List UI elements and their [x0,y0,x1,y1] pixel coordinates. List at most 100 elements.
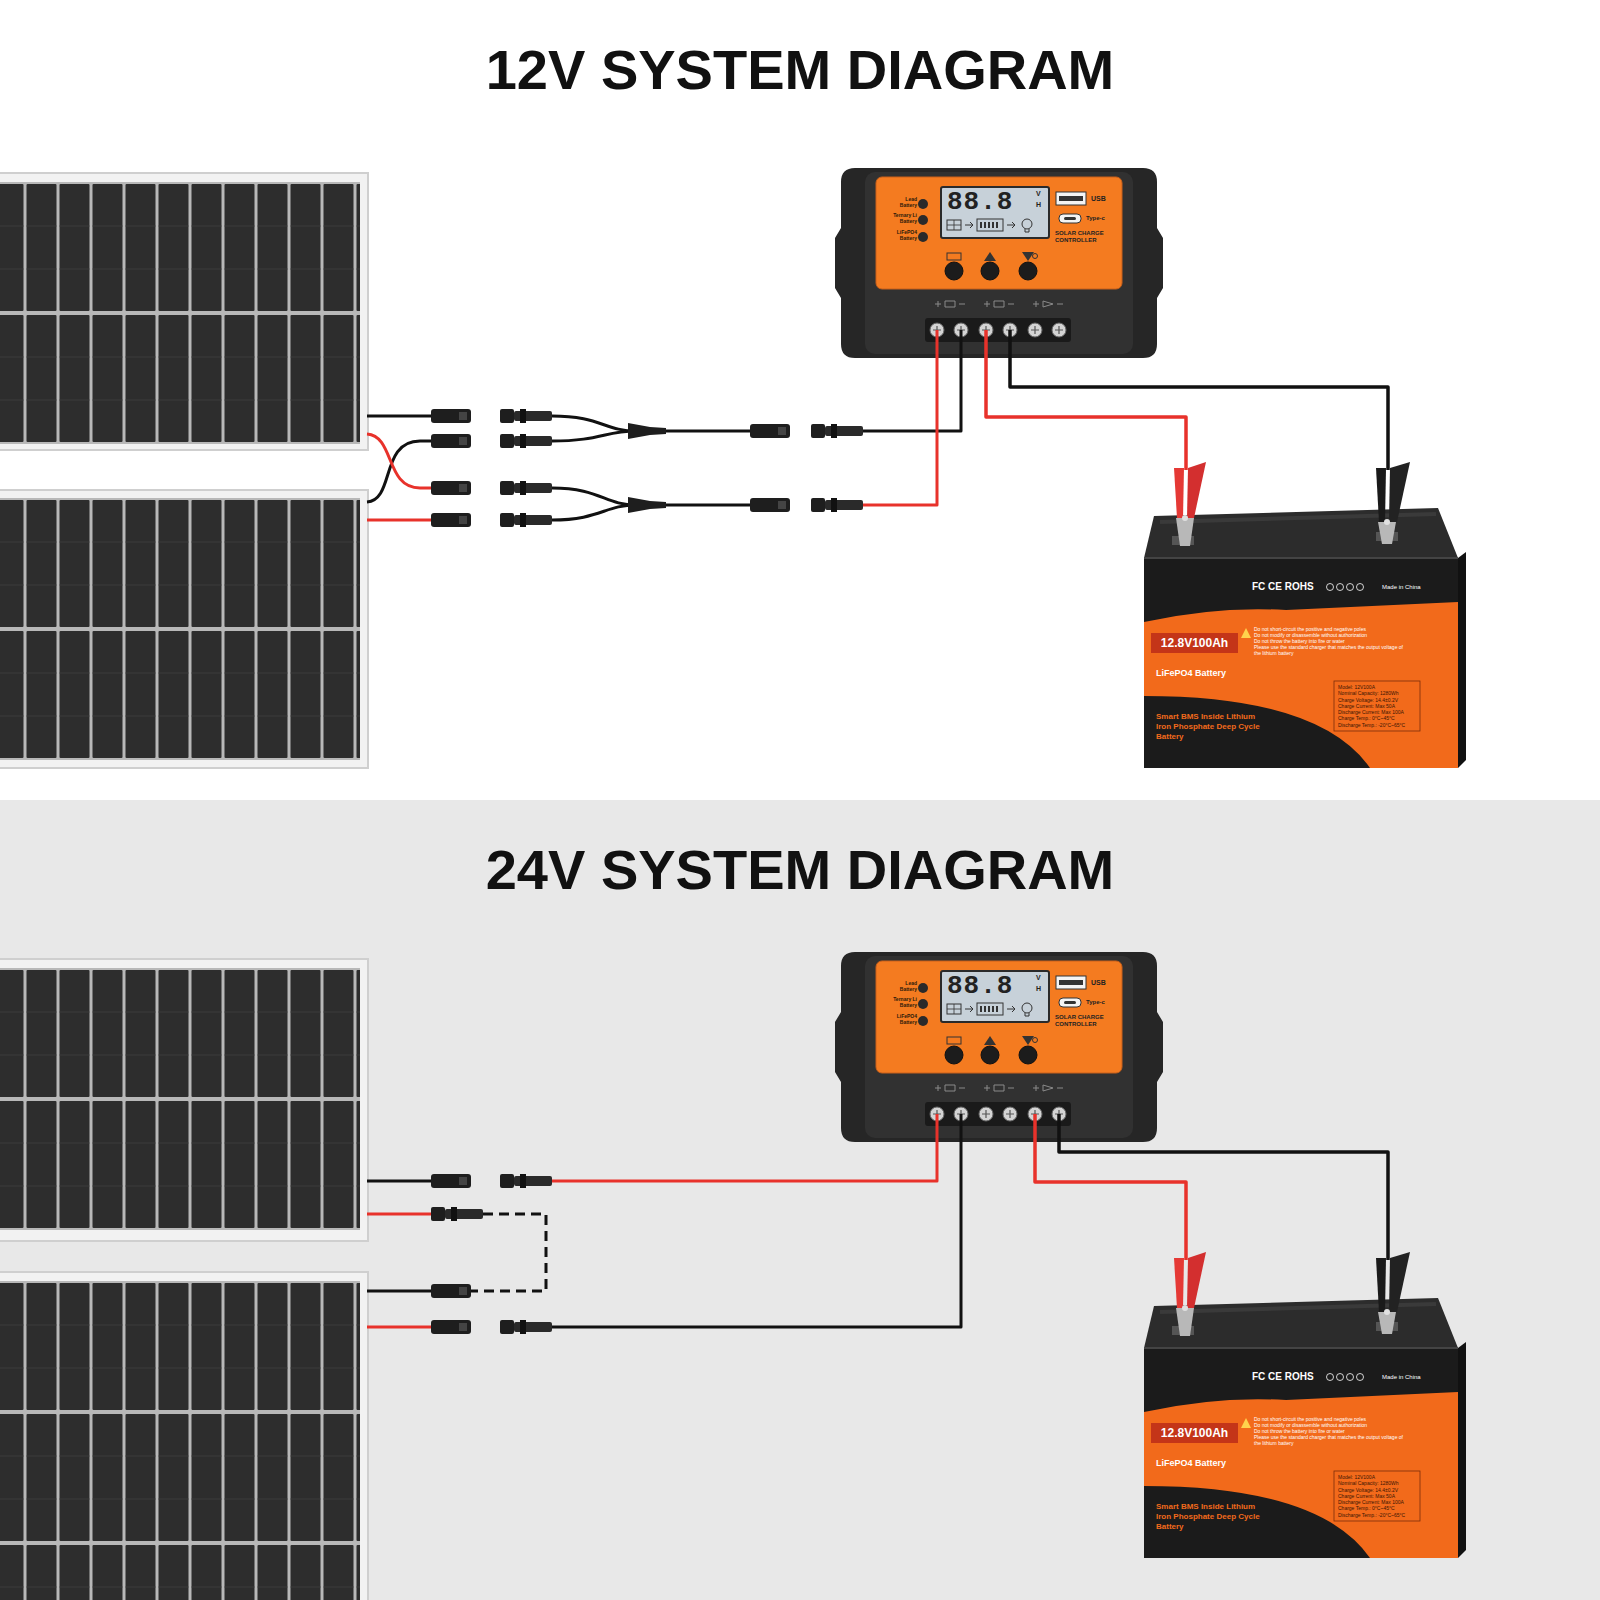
spec-line: Model: 12V100A [1338,684,1418,690]
spec-line: Charge Voltage: 14.4±0.2V [1338,1487,1418,1493]
battery-type: LiFePO4 Battery [1156,668,1246,679]
battery: FC CE ROHS Made in China 12.8V100Ah Do not … [1120,460,1470,770]
text-holder: Lead Battery [887,981,917,992]
controller-name: SOLAR CHARGE CONTROLLER [1055,1014,1119,1028]
battery-cable [986,358,1186,460]
text-holder: Made in China [1382,1374,1442,1381]
warning-note: Do not modify or disassemble without aut… [1254,1422,1404,1428]
mode-label: LiFePO4 Battery [885,230,917,241]
text-holder: Lead Battery [887,197,917,208]
solar-panel [0,959,368,1241]
battery-cable [1035,1142,1186,1250]
text-holder: Ternary Li Battery [881,997,917,1008]
battery-cable [1059,1142,1388,1250]
text-column: Model: 12V100ANominal Capacity: 1280WhCh… [1338,1474,1418,1518]
text-holder: LiFePO4 Battery [885,1014,917,1025]
text-holder: USB [1091,979,1119,986]
text-holder: V [1036,190,1046,197]
text-holder: 12.8V100Ah [1151,1423,1238,1443]
spec-line: Nominal Capacity: 1280Wh [1338,690,1418,696]
text-holder: Smart BMS Inside Lithium Iron Phosphate … [1156,712,1262,742]
solar-panel [0,173,368,450]
spec-line: Model: 12V100A [1338,1474,1418,1480]
warning-note: Do not modify or disassemble without aut… [1254,632,1404,638]
warning-note: Please use the standard charger that mat… [1254,1434,1404,1446]
lcd-unit: H [1036,201,1046,208]
text-holder: LiFePO4 Battery [885,230,917,241]
spec-line: Discharge Temp.: -20°C~65°C [1338,722,1418,728]
spec-line: Discharge Current: Max 100A [1338,1499,1418,1505]
text-holder: H [1036,201,1046,208]
warning-note: Do not throw the battery into fire or wa… [1254,1428,1404,1434]
mc4-connectors [431,409,863,1334]
text-column: Do not short-circuit the positive and ne… [1254,626,1404,656]
spec-line: Charge Current: Max 50A [1338,1493,1418,1499]
panel-wires [367,330,1059,1327]
mode-label: Lead Battery [887,981,917,992]
solar-panel [0,490,368,768]
spec-line: Charge Voltage: 14.4±0.2V [1338,697,1418,703]
port-label: USB [1091,195,1119,202]
battery-features: Smart BMS Inside Lithium Iron Phosphate … [1156,1502,1262,1532]
origin-note: Made in China [1382,584,1442,591]
text-holder: Ternary Li Battery [881,213,917,224]
section-heading: 12V SYSTEM DIAGRAM [0,36,1600,103]
controller-name: SOLAR CHARGE CONTROLLER [1055,230,1119,244]
text-holder: 88.8 [947,973,1031,999]
origin-note: Made in China [1382,1374,1442,1381]
port-label: Type-c [1086,215,1120,221]
text-holder: 12.8V100Ah [1151,633,1238,653]
lcd-unit: V [1036,190,1046,197]
mode-label: Lead Battery [887,197,917,208]
capacity-label: 12.8V100Ah [1151,633,1238,653]
text-holder: FC CE ROHS [1252,1371,1324,1382]
lcd-digits: 88.8 [947,189,1031,215]
lcd-unit: V [1036,974,1046,981]
solar-panel [0,1272,368,1600]
mode-label: Ternary Li Battery [881,997,917,1008]
charge-controller [835,168,1163,358]
spec-line: Nominal Capacity: 1280Wh [1338,1480,1418,1486]
port-label: USB [1091,979,1119,986]
battery-type: LiFePO4 Battery [1156,1458,1246,1469]
warning-note: Do not throw the battery into fire or wa… [1254,638,1404,644]
cert-marks: FC CE ROHS [1252,1371,1324,1382]
port-label: Type-c [1086,999,1120,1005]
cert-marks: FC CE ROHS [1252,581,1324,592]
spec-line: Discharge Temp.: -20°C~65°C [1338,1512,1418,1518]
spec-line: Charge Current: Max 50A [1338,703,1418,709]
text-holder: LiFePO4 Battery [1156,1458,1246,1469]
text-holder: LiFePO4 Battery [1156,668,1246,679]
text-holder: Type-c [1086,215,1120,221]
text-holder: H [1036,985,1046,992]
mode-label: Ternary Li Battery [881,213,917,224]
text-column: Model: 12V100ANominal Capacity: 1280WhCh… [1338,684,1418,728]
warning-note: Do not short-circuit the positive and ne… [1254,626,1404,632]
lcd-unit: H [1036,985,1046,992]
text-column: Do not short-circuit the positive and ne… [1254,1416,1404,1446]
spec-line: Charge Temp.: 0°C~45°C [1338,1505,1418,1511]
charge-controller: Lead BatteryTernary Li BatteryLiFePO4 Ba… [835,168,1163,358]
spec-line: Discharge Current: Max 100A [1338,709,1418,715]
battery-features: Smart BMS Inside Lithium Iron Phosphate … [1156,712,1262,742]
charge-controller: Lead BatteryTernary Li BatteryLiFePO4 Ba… [835,952,1163,1142]
text-holder: 88.8 [947,189,1031,215]
warning-note: Please use the standard charger that mat… [1254,644,1404,656]
mode-label: LiFePO4 Battery [885,1014,917,1025]
warning-note: Do not short-circuit the positive and ne… [1254,1416,1404,1422]
text-holder: USB [1091,195,1119,202]
lcd-digits: 88.8 [947,973,1031,999]
lifepo4-battery [1144,1250,1466,1558]
text-holder: 12V SYSTEM DIAGRAM [0,36,1600,103]
text-holder: FC CE ROHS [1252,581,1324,592]
text-holder: V [1036,974,1046,981]
text-holder: Smart BMS Inside Lithium Iron Phosphate … [1156,1502,1262,1532]
capacity-label: 12.8V100Ah [1151,1423,1238,1443]
charge-controller [835,952,1163,1142]
spec-line: Charge Temp.: 0°C~45°C [1338,715,1418,721]
text-holder: 24V SYSTEM DIAGRAM [0,836,1600,903]
text-holder: Made in China [1382,584,1442,591]
